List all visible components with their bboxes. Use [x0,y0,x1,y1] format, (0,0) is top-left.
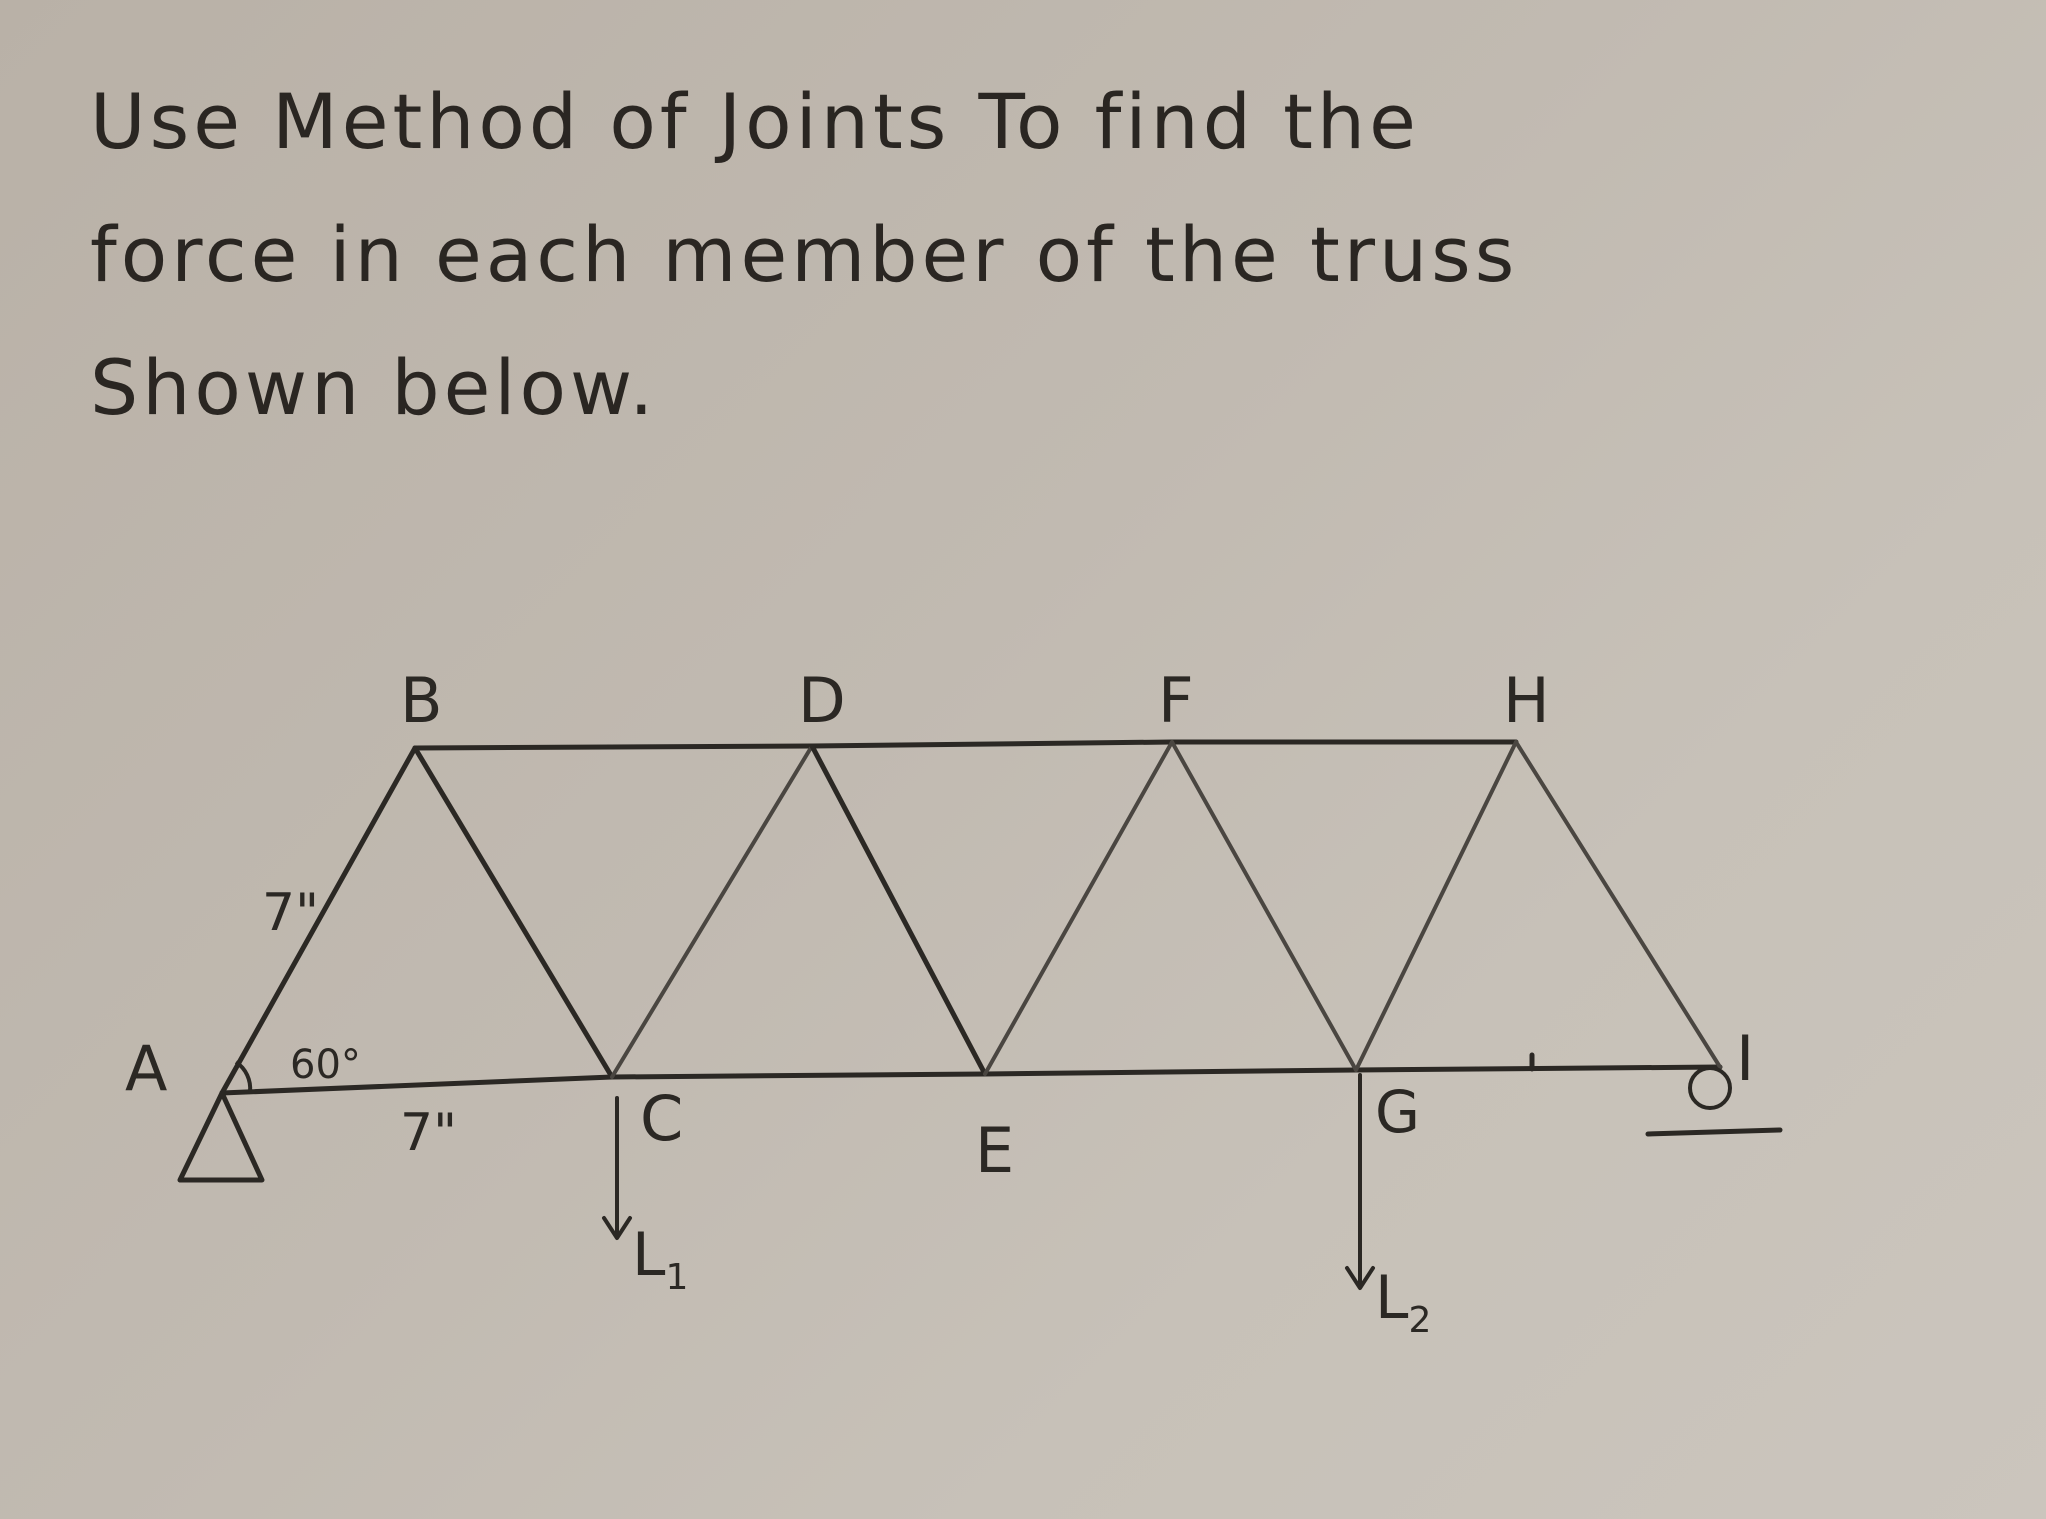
load-arrow-L2 [1345,1073,1375,1290]
member-GH [1354,740,1518,1072]
member-DF [809,739,1175,749]
angle-arc [234,1060,253,1093]
member-EF [983,740,1174,1076]
member-FG [1170,740,1358,1072]
joint-label-I: I [1736,1022,1754,1095]
joint-label-B: B [400,664,443,737]
joint-label-A: A [125,1032,167,1105]
joint-label-D: D [798,664,846,737]
dimension-label-AB: 7" [262,883,319,943]
member-CD [610,744,814,1079]
member-EG [982,1067,1359,1077]
member-AB [219,745,418,1096]
member-GI [1353,1064,1723,1073]
member-CE [609,1071,988,1080]
member-DE [809,743,988,1077]
member-BD [412,743,815,751]
load-label-L2: L2 [1375,1263,1431,1341]
problem-statement: Use Method of Joints To find the force i… [90,55,1690,454]
joint-label-C: C [640,1082,683,1155]
problem-line-1: Use Method of Joints To find the [90,77,1420,166]
pin-support-icon [177,1090,265,1183]
member-HI [1514,740,1722,1069]
joint-label-G: G [1375,1078,1420,1146]
load-label-L1: L1 [632,1220,688,1298]
joint-label-H: H [1503,664,1550,737]
problem-line-3: Shown below. [90,343,658,432]
problem-line-2: force in each member of the truss [90,210,1519,299]
angle-label: 60° [290,1042,361,1088]
joint-label-F: F [1158,664,1194,737]
dimension-label-AC: 7" [400,1103,457,1163]
member-AC [219,1074,615,1096]
member-BC [412,745,615,1080]
load-arrow-L1 [602,1096,632,1240]
roller-support-icon [1645,1066,1783,1137]
joint-label-E: E [975,1114,1014,1187]
